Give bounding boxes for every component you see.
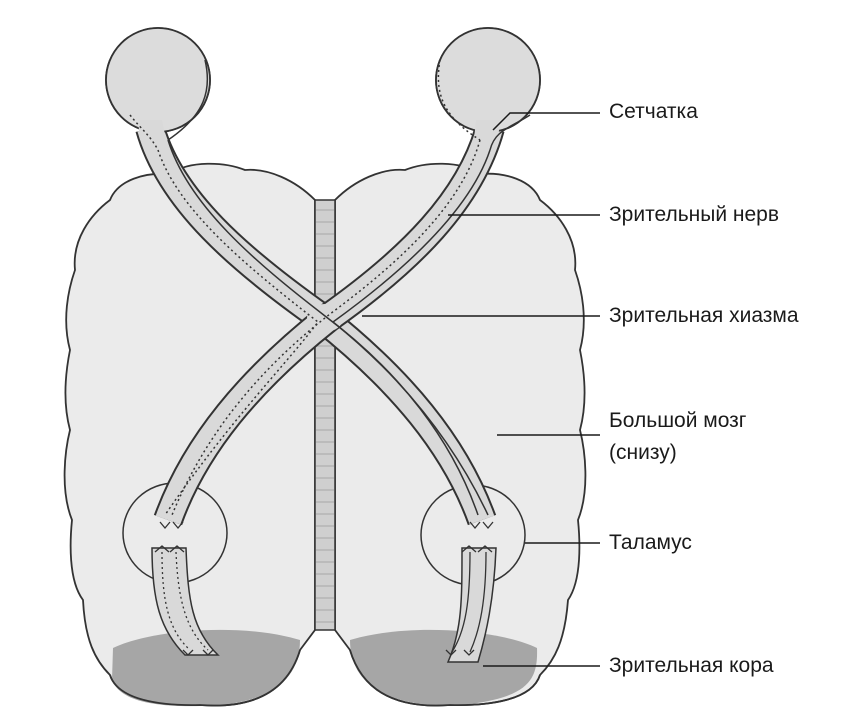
left-optic-radiation [151,547,220,656]
right-visual-cortex [350,629,538,706]
left-nerve-dotted-tract [157,149,320,516]
midline-fissure [314,199,336,631]
label-visual-cortex: Зрительная кора [609,654,774,677]
label-thalamus: Таламус [609,531,692,554]
label-cerebrum: Большой мозг [609,409,747,432]
label-retina: Сетчатка [609,100,698,123]
midline-striations [316,209,334,623]
leader-retina [492,112,600,131]
label-optic-nerve: Зрительный нерв [609,203,780,226]
label-optic-chiasm: Зрительная хиазма [609,304,799,327]
left-retina-fibers [167,59,209,141]
left-nerve-solid-tract [167,139,479,516]
right-optic-radiation [446,547,497,663]
right-nerve-solid-tract [331,149,491,516]
label-cerebrum-note: (снизу) [609,441,677,464]
left-visual-cortex [112,629,300,707]
leader-lines [362,112,600,667]
